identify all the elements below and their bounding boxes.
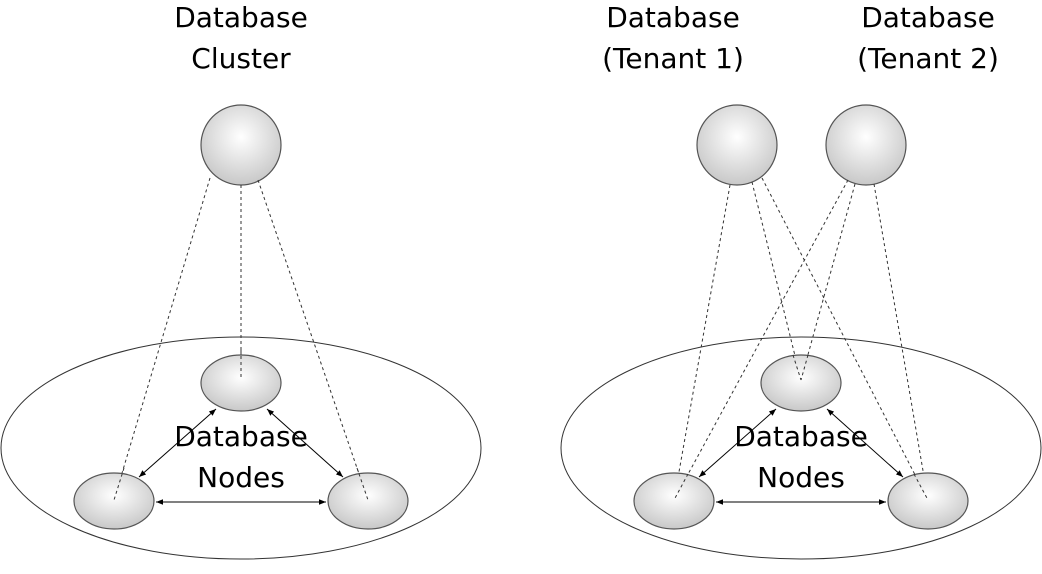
node-right (887, 472, 969, 530)
cluster-boundary (560, 336, 1042, 560)
nodes-label-line2: Nodes (757, 461, 845, 494)
node-left (633, 472, 715, 530)
right-panel: Database (Tenant 1) Database (Tenant 2) … (560, 1, 1042, 560)
dashed-link (792, 354, 802, 381)
node-top (760, 354, 842, 412)
tenant1-title-line2: (Tenant 1) (602, 42, 744, 75)
dashed-link (873, 183, 929, 501)
node-right (327, 472, 409, 530)
bidirectional-arrow (266, 408, 344, 478)
dashed-link (673, 179, 849, 501)
nodes-label-line2: Nodes (197, 461, 285, 494)
dashed-link (800, 183, 856, 381)
node-top (200, 354, 282, 412)
node-left (73, 472, 155, 530)
nodes-label-line1: Database (174, 420, 308, 453)
dashed-link (800, 354, 809, 381)
bidirectional-arrow (138, 408, 217, 478)
nodes-label-line1: Database (734, 420, 868, 453)
tenant2-title-line1: Database (861, 1, 995, 34)
dashed-link (913, 473, 929, 501)
database-cluster-circle (200, 104, 282, 186)
tenant1-database-circle (696, 104, 778, 186)
tenant2-title-line2: (Tenant 2) (857, 42, 999, 75)
cluster-title-line2: Cluster (191, 42, 291, 75)
dashed-link (257, 179, 369, 501)
dashed-link (113, 177, 211, 501)
bidirectional-arrow (698, 408, 777, 478)
dashed-link (751, 181, 802, 381)
left-panel: Database Cluster Database Nodes (0, 1, 482, 560)
dashed-link (673, 184, 731, 501)
dashed-link (673, 473, 689, 501)
tenant1-title-line1: Database (606, 1, 740, 34)
bidirectional-arrow (826, 408, 904, 478)
tenant2-database-circle (825, 104, 907, 186)
cluster-title-line1: Database (174, 1, 308, 34)
